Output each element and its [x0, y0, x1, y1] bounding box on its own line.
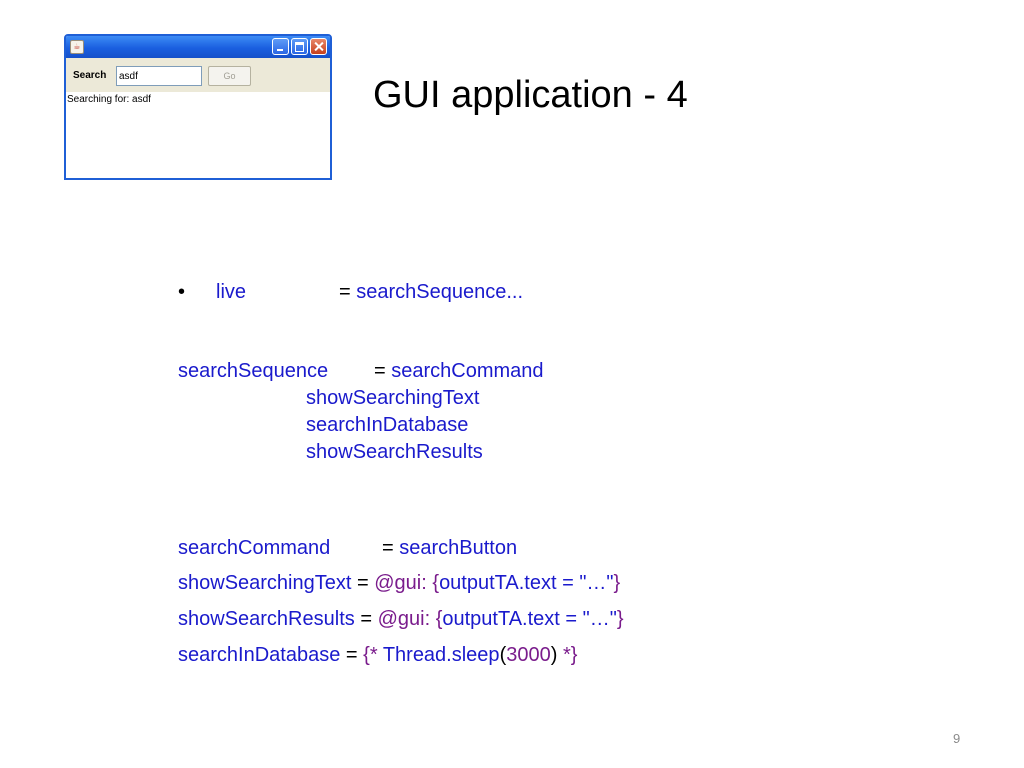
- colon: :: [424, 608, 431, 630]
- slide-title: GUI application - 4: [373, 74, 688, 116]
- go-button[interactable]: Go: [208, 66, 251, 86]
- output-assignment: outputTA.text = "…": [439, 572, 614, 594]
- output-text-area[interactable]: Searching for: asdf: [66, 92, 330, 178]
- open-brace-star: {*: [363, 644, 378, 666]
- window-titlebar[interactable]: ☕: [66, 36, 330, 58]
- def-show-search-results: showSearchResults = @gui: {outputTA.text…: [178, 608, 624, 631]
- search-sequence-name: searchSequence: [178, 360, 329, 382]
- gui-annotation: @gui: [377, 608, 425, 630]
- close-brace: }: [616, 608, 624, 630]
- equals-sign: =: [374, 360, 386, 382]
- open-paren: (: [499, 644, 507, 666]
- window-content: Search Go Searching for: asdf: [66, 58, 330, 178]
- open-brace: {: [432, 572, 440, 594]
- identifier: showSearchingText: [178, 572, 352, 594]
- minimize-button[interactable]: [272, 38, 289, 55]
- maximize-button[interactable]: [291, 38, 308, 55]
- sequence-item-search-command: searchCommand: [391, 360, 544, 382]
- def-search-command-name: searchCommand: [178, 537, 331, 559]
- sequence-item-search-in-database: searchInDatabase: [306, 414, 469, 436]
- output-text: Searching for: asdf: [67, 94, 151, 105]
- search-input[interactable]: [116, 66, 202, 86]
- close-button[interactable]: [310, 38, 327, 55]
- sequence-item-show-search-results: showSearchResults: [306, 441, 483, 463]
- close-brace: }: [613, 572, 621, 594]
- open-brace: {: [435, 608, 443, 630]
- equals-sign: =: [382, 537, 394, 559]
- search-button-ref: searchButton: [399, 537, 518, 559]
- equals-sign: =: [360, 608, 372, 630]
- search-sequence-first: = searchCommand: [374, 360, 544, 383]
- live-keyword: live: [216, 281, 247, 303]
- search-sequence-ref: searchSequence...: [356, 281, 524, 303]
- search-label: Search: [73, 70, 107, 81]
- search-bar: Search Go: [66, 58, 330, 92]
- gui-annotation: @gui: [374, 572, 422, 594]
- star-close-brace: *}: [562, 644, 578, 666]
- equals-sign: =: [345, 644, 358, 666]
- java-icon: ☕: [70, 40, 84, 54]
- identifier: searchInDatabase: [178, 644, 341, 666]
- def-search-command-value: = searchButton: [382, 537, 517, 560]
- def-search-in-database: searchInDatabase = {* Thread.sleep(3000)…: [178, 644, 577, 667]
- bullet: •: [178, 281, 186, 303]
- thread-sleep-call: Thread.sleep: [382, 644, 500, 666]
- colon: :: [421, 572, 427, 594]
- sleep-value: 3000: [506, 644, 551, 666]
- output-assignment: outputTA.text = "…": [442, 608, 617, 630]
- sequence-item-show-searching-text: showSearchingText: [306, 387, 480, 409]
- gui-window: ☕ Search Go Searching for: asdf: [64, 34, 332, 180]
- close-paren: ): [550, 644, 558, 666]
- page-number: 9: [953, 731, 961, 746]
- code-live-definition: = searchSequence...: [339, 281, 523, 304]
- def-show-searching-text: showSearchingText = @gui: {outputTA.text…: [178, 572, 620, 595]
- code-line-live: •: [178, 281, 185, 304]
- code-live-keyword: live: [216, 281, 246, 304]
- identifier: showSearchResults: [178, 608, 355, 630]
- equals-sign: =: [357, 572, 369, 594]
- equals-sign: =: [339, 281, 351, 303]
